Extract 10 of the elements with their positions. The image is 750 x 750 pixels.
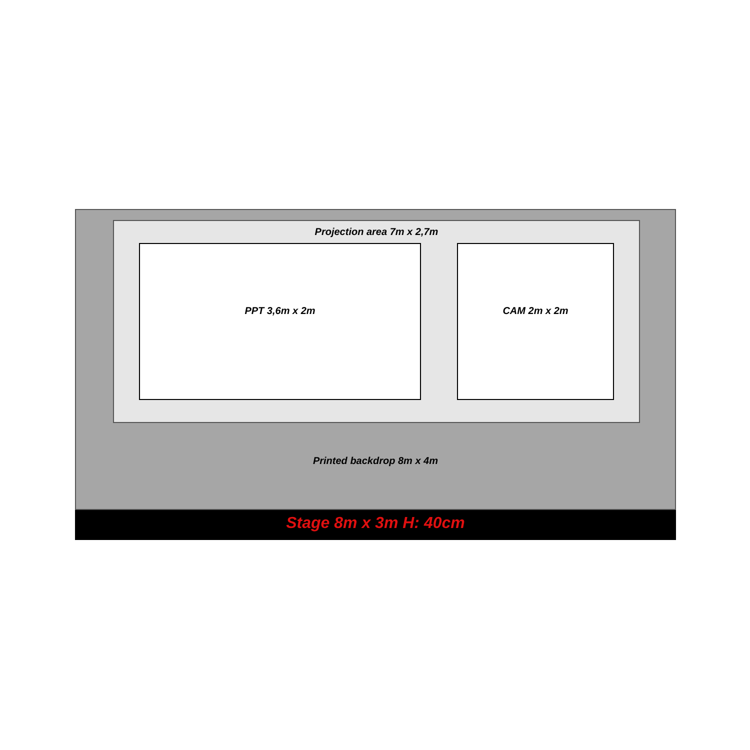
screen-label: CAM 2m x 2m [502,306,568,317]
projection-area-label: Projection area 7m x 2,7m [314,227,438,238]
screen-label: PPT 3,6m x 2m [244,306,316,317]
backdrop-panel [75,209,676,510]
projection-area [113,220,640,423]
stage-label: Stage 8m x 3m H: 40cm [286,515,465,533]
backdrop-label: Printed backdrop 8m x 4m [312,456,438,467]
screen-area [457,243,614,400]
stage-platform [75,510,676,540]
screen-area [139,243,421,400]
